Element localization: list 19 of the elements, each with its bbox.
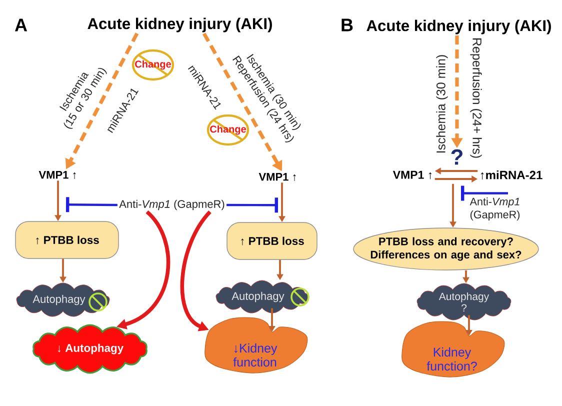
- inhibition-line: [461, 186, 508, 201]
- title: Acute kidney injury (AKI): [366, 20, 551, 34]
- node-label: VMP1 ↑: [258, 173, 296, 181]
- edge-label: Ischemia (30 min): [435, 53, 449, 155]
- panel-letter: B: [342, 18, 353, 32]
- rounded-box: ↑ PTBB loss: [226, 222, 318, 260]
- node-label: Anti-Vmp1 (GapmeR): [119, 200, 224, 210]
- inhibition-line: [66, 197, 118, 212]
- node-label: VMP1 ↑: [392, 170, 432, 180]
- question-mark: ?: [451, 149, 462, 165]
- node-label: ↑miRNA-21: [480, 170, 542, 180]
- inhibition-line: [226, 198, 278, 213]
- panel-letter: A: [14, 18, 28, 32]
- text-label: Reperfusion (24+ hrs): [470, 38, 482, 158]
- oval-box: PTBB loss and recovery? Differences on age and sex?: [353, 228, 539, 270]
- node-label: Anti-Vmp1 (GapmeR): [470, 197, 520, 221]
- title: Acute kidney injury (AKI): [88, 18, 272, 32]
- node-label: VMP1 ↑: [38, 171, 76, 179]
- rounded-box: ↑ PTBB loss: [15, 221, 119, 259]
